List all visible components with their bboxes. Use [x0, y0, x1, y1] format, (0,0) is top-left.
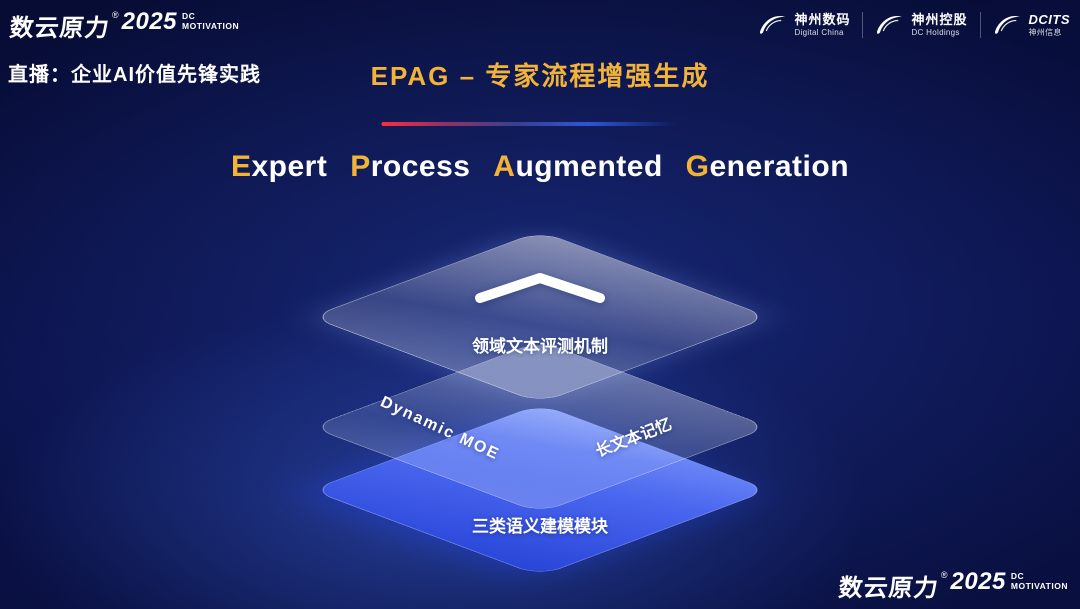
brand-logo-top-left: 数云原力 ® 2025 DC MOTIVATION	[8, 8, 240, 43]
partner-name-primary: DCITS	[1028, 11, 1070, 27]
title-word: Augmented	[493, 150, 663, 183]
brand-tag-bottom: MOTIVATION	[1010, 580, 1068, 591]
partner-name-secondary: 神州信息	[1028, 27, 1062, 37]
slide-title: EPAG – 专家流程增强生成	[370, 61, 710, 91]
partner-text: DCITS 神州信息	[1028, 11, 1071, 37]
title-word: Process	[350, 150, 470, 183]
partner-name-secondary: Digital China	[794, 27, 844, 37]
title-word: Expert	[231, 150, 327, 183]
brand-tag-bottom: MOTIVATION	[182, 20, 240, 31]
brand-name: 数云原力	[837, 575, 940, 602]
gradient-divider	[381, 122, 677, 126]
top-layer-label: 领域文本评测机制	[472, 337, 608, 356]
partner-name-primary: 神州数码	[794, 11, 851, 27]
brand-name: 数云原力	[8, 15, 112, 42]
title-initial: A	[493, 150, 516, 183]
brand-tag-top: DC	[182, 11, 196, 21]
live-stream-label: 直播：企业AI价值先锋实践	[8, 64, 261, 86]
partner-dcits: DCITS 神州信息	[993, 10, 1071, 40]
dcits-swoosh-icon	[993, 10, 1023, 40]
title-rest: rocess	[370, 150, 471, 183]
brand-tagline: DC MOTIVATION	[182, 11, 240, 32]
partner-name-secondary: DC Holdings	[911, 27, 960, 37]
partner-dc-holdings: 神州控股 DC Holdings	[875, 10, 967, 40]
partner-text: 神州数码 Digital China	[794, 11, 851, 37]
chevron-up-icon	[470, 270, 610, 306]
title-rest: ugmented	[515, 150, 663, 183]
bottom-layer-label: 三类语义建模模块	[472, 517, 608, 536]
digital-china-swoosh-icon	[758, 10, 788, 40]
layer-diagram: 领域文本评测机制 Dynamic MOE 长文本记忆 三类语义建模模块	[275, 222, 805, 582]
partner-text: 神州控股 DC Holdings	[911, 11, 968, 37]
title-initial: G	[685, 150, 710, 183]
divider	[862, 12, 864, 38]
title-initial: P	[350, 150, 371, 183]
brand-year: 2025	[121, 8, 178, 35]
registered-mark-icon: ®	[112, 10, 119, 20]
title-rest: eneration	[709, 150, 850, 183]
registered-mark-icon: ®	[940, 570, 948, 580]
title-rest: xpert	[251, 150, 328, 183]
partner-logos: 神州数码 Digital China 神州控股 DC Holdings DCIT…	[758, 10, 1070, 40]
brand-tag-top: DC	[1010, 571, 1025, 581]
brand-logo-bottom-right: 数云原力 ® 2025 DC MOTIVATION	[837, 568, 1068, 603]
divider	[979, 12, 981, 38]
brand-tagline: DC MOTIVATION	[1010, 571, 1068, 592]
main-title: Expert Process Augmented Generation	[0, 150, 1080, 184]
partner-name-primary: 神州控股	[911, 11, 968, 27]
title-initial: E	[230, 150, 252, 183]
layer-top-plate	[310, 230, 770, 404]
title-word: Generation	[686, 150, 849, 183]
brand-year: 2025	[950, 568, 1006, 595]
dc-holdings-swoosh-icon	[875, 10, 905, 40]
partner-digital-china: 神州数码 Digital China	[758, 10, 850, 40]
